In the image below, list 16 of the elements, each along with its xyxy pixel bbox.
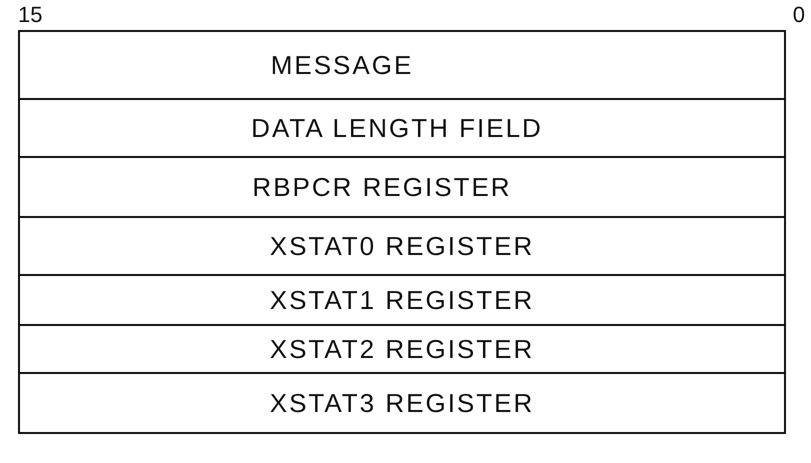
bit-number: 0 bbox=[792, 2, 805, 28]
register-row bbox=[18, 218, 786, 276]
register-row bbox=[18, 100, 786, 158]
row-label: XSTAT1 REGISTER bbox=[270, 284, 534, 316]
register-row bbox=[18, 276, 786, 326]
row-label: XSTAT2 REGISTER bbox=[270, 334, 534, 364]
register-row bbox=[18, 374, 786, 434]
bit-number: 15 bbox=[18, 2, 42, 28]
row-label: MESSAGE bbox=[270, 50, 414, 80]
row-label: XSTAT3 REGISTER bbox=[270, 388, 534, 418]
row-label: RBPCR REGISTER bbox=[252, 172, 512, 202]
register-row bbox=[18, 326, 786, 374]
register-row bbox=[18, 158, 786, 218]
row-label: XSTAT0 REGISTER bbox=[270, 230, 534, 262]
register-row bbox=[18, 30, 786, 100]
row-label: DATA LENGTH FIELD bbox=[251, 112, 543, 144]
